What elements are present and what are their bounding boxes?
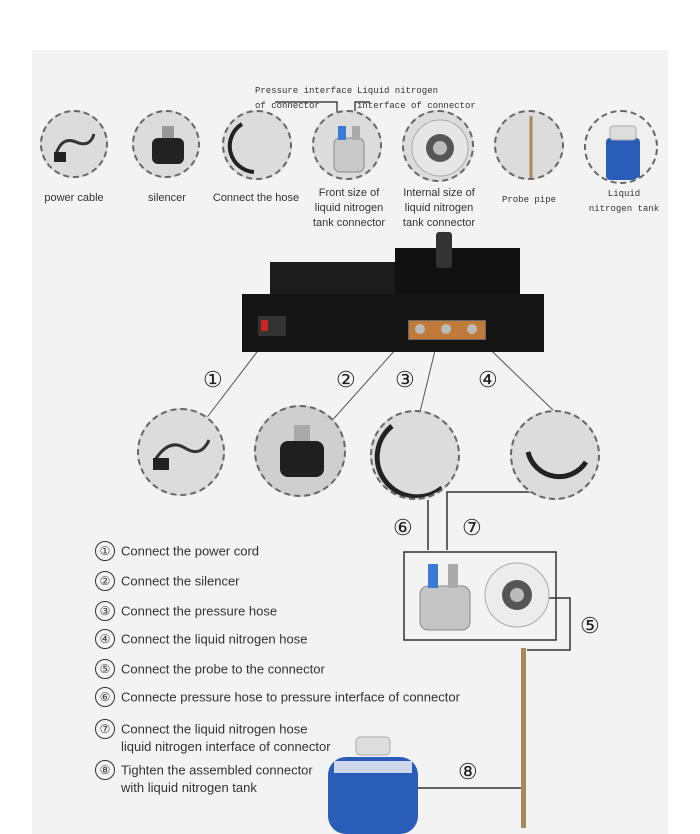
hose-thumb <box>222 110 292 180</box>
port-icon <box>441 324 451 334</box>
machine-lid <box>395 248 520 296</box>
internal-connector-thumb <box>402 110 474 182</box>
front-connector-thumb <box>312 110 382 180</box>
nitrogen-tank-label: Liquid nitrogen tank <box>588 189 660 214</box>
marker-6: ⑥ <box>393 516 413 541</box>
rear-port-panel <box>408 320 486 340</box>
probe-pipe-photo <box>521 648 526 828</box>
hose-label: Connect the hose <box>212 192 300 204</box>
marker-7: ⑦ <box>462 516 482 541</box>
power-cable-detail <box>137 408 225 496</box>
pressure-interface-callout: Pressure interface of connector <box>255 86 353 111</box>
marker-4: ④ <box>478 368 498 393</box>
marker-8: ⑧ <box>458 760 478 785</box>
front-connector-label: Front size of liquid nitrogen tank conne… <box>312 187 386 229</box>
machine-body <box>242 294 544 352</box>
ln2-hose-detail <box>510 410 600 500</box>
machine-handle <box>436 232 452 268</box>
internal-connector-label: Internal size of liquid nitrogen tank co… <box>402 187 476 229</box>
probe-pipe-label: Probe pipe <box>501 195 556 205</box>
marker-5: ⑤ <box>580 614 600 639</box>
marker-1: ① <box>203 368 223 393</box>
front-connector-photo <box>410 556 480 632</box>
internal-connector-photo <box>482 560 552 630</box>
silencer-label: silencer <box>148 192 186 204</box>
port-icon <box>467 324 477 334</box>
power-cable-thumb <box>40 110 108 178</box>
silencer-thumb <box>132 110 200 178</box>
nitrogen-tank-photo <box>328 735 418 834</box>
power-cable-label: power cable <box>44 192 104 204</box>
power-socket <box>258 316 286 336</box>
marker-2: ② <box>336 368 356 393</box>
power-switch-icon <box>261 320 268 331</box>
ln2-interface-callout: Liquid nitrogen interface of connector <box>357 86 476 111</box>
nitrogen-tank-thumb <box>584 110 658 184</box>
probe-pipe-thumb <box>494 110 564 180</box>
silencer-detail <box>254 405 346 497</box>
port-icon <box>415 324 425 334</box>
pressure-hose-detail <box>370 410 460 500</box>
marker-3: ③ <box>395 368 415 393</box>
